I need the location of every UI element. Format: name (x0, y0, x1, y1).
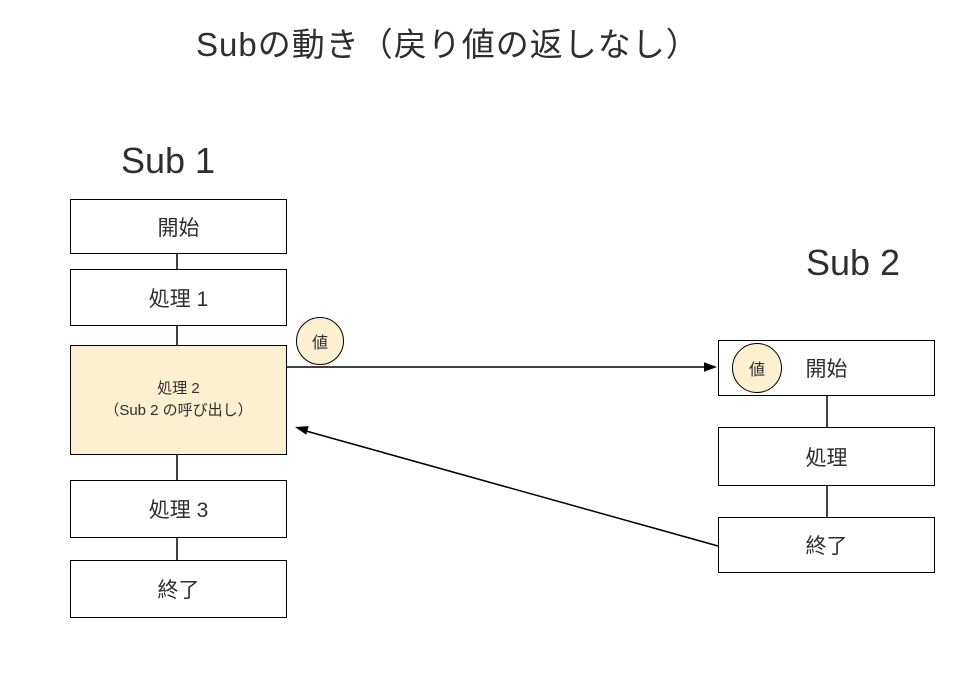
call-arrow-head (704, 362, 717, 372)
value-badge-sub2: 値 (732, 343, 782, 393)
sub2-heading: Sub 2 (806, 242, 901, 283)
node-sub2-end: 終了 (718, 517, 935, 573)
value-badge-call-label: 値 (311, 335, 328, 352)
node-sub1-process1: 処理 1 (70, 269, 287, 326)
node-sub2-process-label: 処理 (805, 446, 848, 470)
node-sub1-start: 開始 (70, 199, 287, 254)
node-sub1-end-label: 終了 (157, 579, 200, 602)
node-sub1-process3: 処理 3 (70, 480, 287, 538)
node-sub1-process3-label: 処理 3 (148, 499, 209, 522)
node-sub1-process2-call: 処理 2 （Sub 2 の呼び出し） (70, 345, 287, 455)
node-sub1-process2-label-line2: （Sub 2 の呼び出し） (104, 402, 253, 419)
value-badge-call: 値 (296, 317, 344, 365)
node-sub1-end: 終了 (70, 560, 287, 618)
value-badge-sub2-label: 値 (748, 362, 765, 379)
node-sub1-start-label: 開始 (157, 216, 200, 240)
sub1-heading: Sub 1 (121, 140, 216, 181)
return-arrow-head (295, 426, 309, 435)
node-sub1-process2-label-line1: 処理 2 (157, 380, 200, 397)
return-arrow-line (305, 430, 719, 547)
node-sub2-start-label: 開始 (805, 358, 848, 381)
node-sub2-end-label: 終了 (805, 535, 848, 558)
node-sub1-process1-label: 処理 1 (148, 287, 209, 311)
slide-title: Subの動き（戻り値の返しなし） (196, 26, 700, 63)
node-sub2-process: 処理 (718, 427, 935, 486)
